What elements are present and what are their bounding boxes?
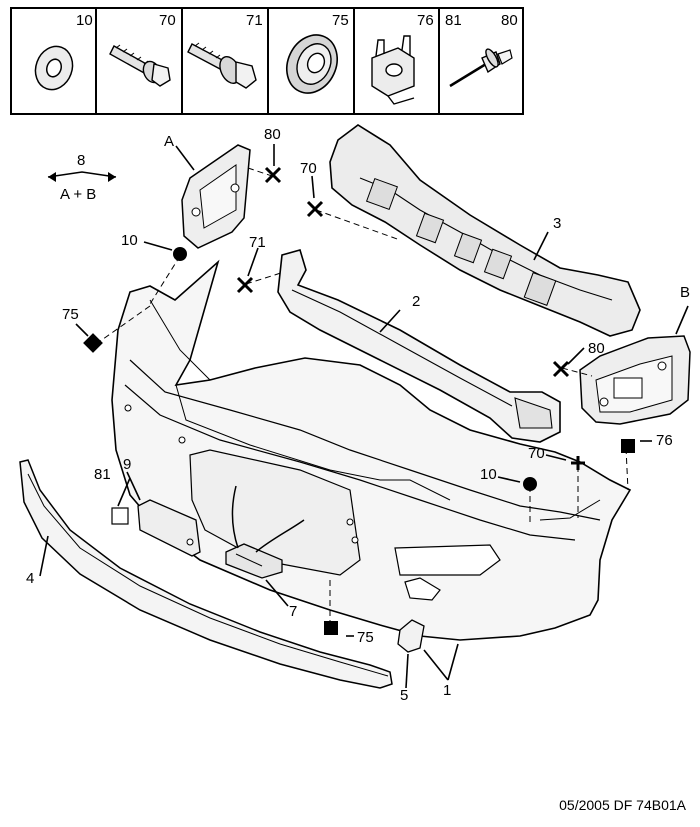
clip-nut-symbol bbox=[621, 439, 635, 453]
callout-75-left: 75 bbox=[62, 306, 79, 323]
callout-10-right: 10 bbox=[480, 466, 497, 483]
grommet-symbol-left bbox=[83, 333, 103, 353]
screw-70-symbol-left bbox=[306, 200, 324, 218]
callout-a-plus-b: A + B bbox=[60, 186, 97, 203]
washer-icon bbox=[34, 45, 74, 91]
plate-lamp bbox=[225, 543, 283, 579]
screw-70-symbol-right bbox=[571, 456, 585, 470]
bracket-a bbox=[181, 144, 251, 249]
callout-9: 9 bbox=[123, 456, 132, 473]
legend-number-80: 80 bbox=[501, 12, 518, 29]
callout-a: A bbox=[164, 133, 175, 150]
lower-trim-strip bbox=[19, 459, 393, 689]
flange-screw-icon bbox=[109, 44, 171, 87]
parts-legend-table bbox=[10, 7, 524, 115]
tow-hook-cover bbox=[397, 619, 425, 653]
rivet-81-symbol bbox=[111, 507, 129, 525]
legend-number-75: 75 bbox=[332, 12, 349, 29]
screw-71-symbol bbox=[236, 276, 254, 294]
absorber-carrier bbox=[329, 124, 641, 337]
callout-b: B bbox=[680, 284, 691, 301]
washer-symbol-left bbox=[173, 247, 187, 261]
license-bracket bbox=[137, 499, 201, 557]
rivet-symbol-top bbox=[264, 166, 282, 184]
legend-number-76: 76 bbox=[417, 12, 434, 29]
legend-number-10: 10 bbox=[76, 12, 93, 29]
mounting-dash-lines bbox=[95, 167, 629, 622]
callout-7: 7 bbox=[289, 603, 298, 620]
grommet-symbol-bottom bbox=[324, 621, 338, 635]
callout-5: 5 bbox=[400, 687, 409, 704]
fastener-markers bbox=[83, 166, 635, 635]
callout-70-right: 70 bbox=[528, 445, 545, 462]
callout-3: 3 bbox=[553, 215, 562, 232]
callout-80-top: 80 bbox=[264, 126, 281, 143]
reinforcement-beam bbox=[277, 249, 561, 443]
callout-71: 71 bbox=[249, 234, 266, 251]
legend-number-70: 70 bbox=[159, 12, 176, 29]
washer-symbol-right bbox=[523, 477, 537, 491]
callout-81: 81 bbox=[94, 466, 111, 483]
callout-1: 1 bbox=[443, 682, 452, 699]
both-sides-arrow bbox=[47, 171, 117, 182]
callout-75-bottom: 75 bbox=[357, 629, 374, 646]
callout-70-left: 70 bbox=[300, 160, 317, 177]
legend-number-81: 81 bbox=[445, 12, 462, 29]
lamp-guide-lines bbox=[231, 485, 305, 553]
callout-4: 4 bbox=[26, 570, 35, 587]
callout-8: 8 bbox=[77, 152, 86, 169]
screw-with-washer-icon bbox=[187, 42, 257, 89]
rivet-symbol-right bbox=[552, 360, 570, 378]
bracket-b bbox=[579, 335, 691, 425]
document-reference: 05/2005 DF 74B01A bbox=[559, 797, 686, 813]
rivet-icon bbox=[449, 48, 513, 88]
callout-10-left: 10 bbox=[121, 232, 138, 249]
callout-76: 76 bbox=[656, 432, 673, 449]
callout-2: 2 bbox=[412, 293, 421, 310]
legend-number-71: 71 bbox=[246, 12, 263, 29]
clip-nut-icon bbox=[371, 35, 415, 105]
grommet-icon bbox=[286, 34, 338, 94]
leader-lines bbox=[39, 144, 689, 689]
callout-80-right: 80 bbox=[588, 340, 605, 357]
